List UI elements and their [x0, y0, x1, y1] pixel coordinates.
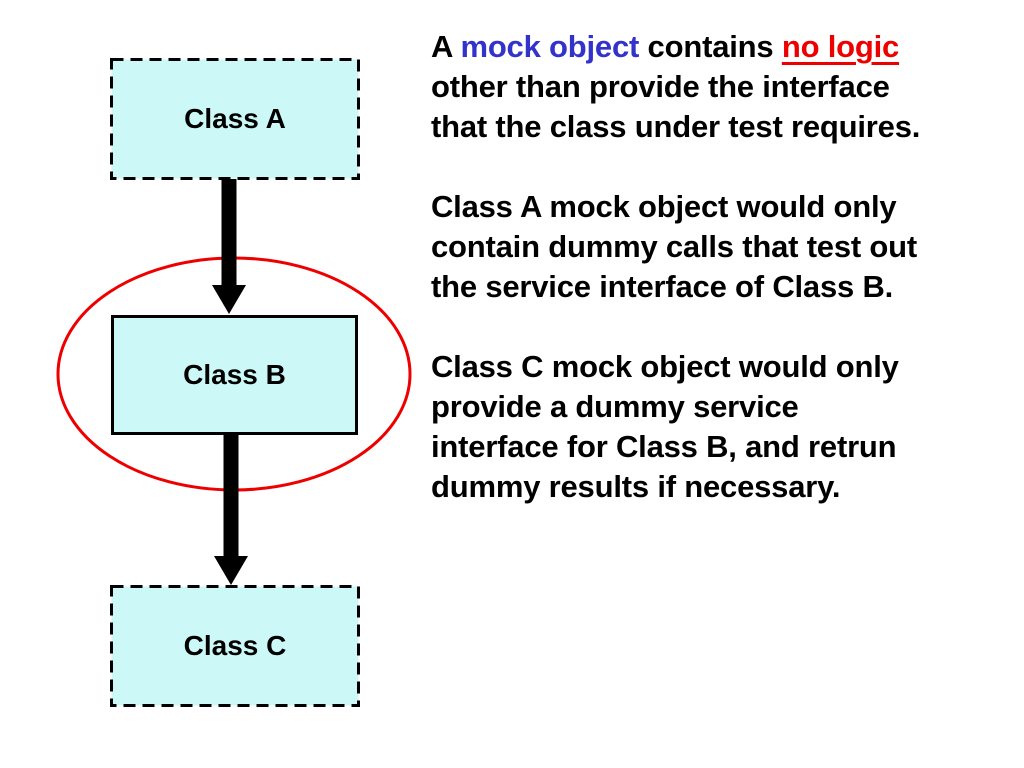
arrow-head-icon: [212, 285, 246, 314]
intro-text-middle: contains: [639, 29, 782, 64]
no-logic-highlight: no logic: [781, 29, 900, 64]
class-c-box: [110, 585, 360, 707]
arrow-b-to-c: [214, 434, 248, 585]
intro-paragraph: A mock object contains no logic other th…: [431, 27, 1024, 147]
mock-object-highlight: mock object: [460, 29, 640, 64]
arrow-a-to-b: [212, 179, 246, 314]
class-b-box: [111, 315, 358, 435]
intro-text-prefix: A: [431, 29, 461, 64]
arrow-head-icon: [214, 556, 248, 585]
class-a-box: [110, 58, 360, 180]
description-column: A mock object contains no logic other th…: [431, 27, 1024, 547]
intro-text-suffix: other than provide the interface that th…: [431, 69, 921, 144]
class-a-mock-paragraph: Class A mock object would only contain d…: [431, 189, 918, 304]
class-c-mock-paragraph: Class C mock object would only provide a…: [431, 349, 899, 504]
